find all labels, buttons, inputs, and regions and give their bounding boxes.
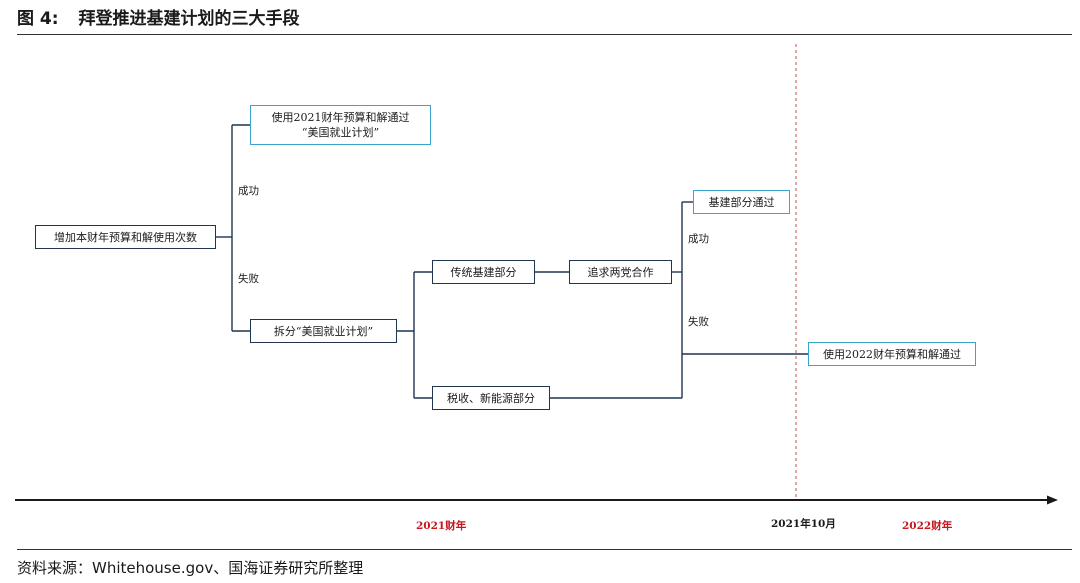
edge-label-success: 成功 [688,233,709,245]
figure-number: 图 4: [17,9,59,29]
node-increase-budget-reconciliation: 增加本财年预算和解使用次数 [35,225,216,249]
node-tax-new-energy: 税收、新能源部分 [432,386,550,410]
node-infrastructure-passed: 基建部分通过 [693,190,790,214]
node-bipartisan-cooperation: 追求两党合作 [569,260,672,284]
source-rule [17,549,1072,550]
node-label: 基建部分通过 [708,195,775,209]
node-label: 增加本财年预算和解使用次数 [54,230,197,244]
node-use-fy2022-reconciliation: 使用2022财年预算和解通过 [808,342,976,366]
node-label: “美国就业计划” [301,126,380,139]
timeline-arrow [1047,495,1058,505]
timeline-label-fy2021: 2021财年 [416,520,467,532]
node-label: 追求两党合作 [587,265,654,279]
node-label: 使用2022财年预算和解通过 [823,347,961,361]
node-label: 税收、新能源部分 [447,391,535,405]
figure-title-text: 拜登推进基建计划的三大手段 [78,9,300,29]
node-label: 传统基建部分 [450,265,517,279]
node-label: 拆分“美国就业计划” [273,324,374,338]
node-label: 使用2021财年预算和解通过 [271,111,410,124]
edge-label-failure: 失败 [238,273,259,285]
node-split-jobs-plan: 拆分“美国就业计划” [250,319,397,343]
edge-label-success: 成功 [238,185,259,197]
node-traditional-infrastructure: 传统基建部分 [432,260,535,284]
edge-label-failure: 失败 [688,316,709,328]
node-use-fy2021-reconciliation: 使用2021财年预算和解通过 “美国就业计划” [250,105,431,145]
title-rule [17,34,1072,35]
source-note: 资料来源：Whitehouse.gov、国海证券研究所整理 [17,559,364,577]
timeline-label-oct-2021: 2021年10月 [771,518,836,530]
figure-title: 图 4: 拜登推进基建计划的三大手段 [17,4,300,29]
timeline-label-fy2022: 2022财年 [902,520,953,532]
